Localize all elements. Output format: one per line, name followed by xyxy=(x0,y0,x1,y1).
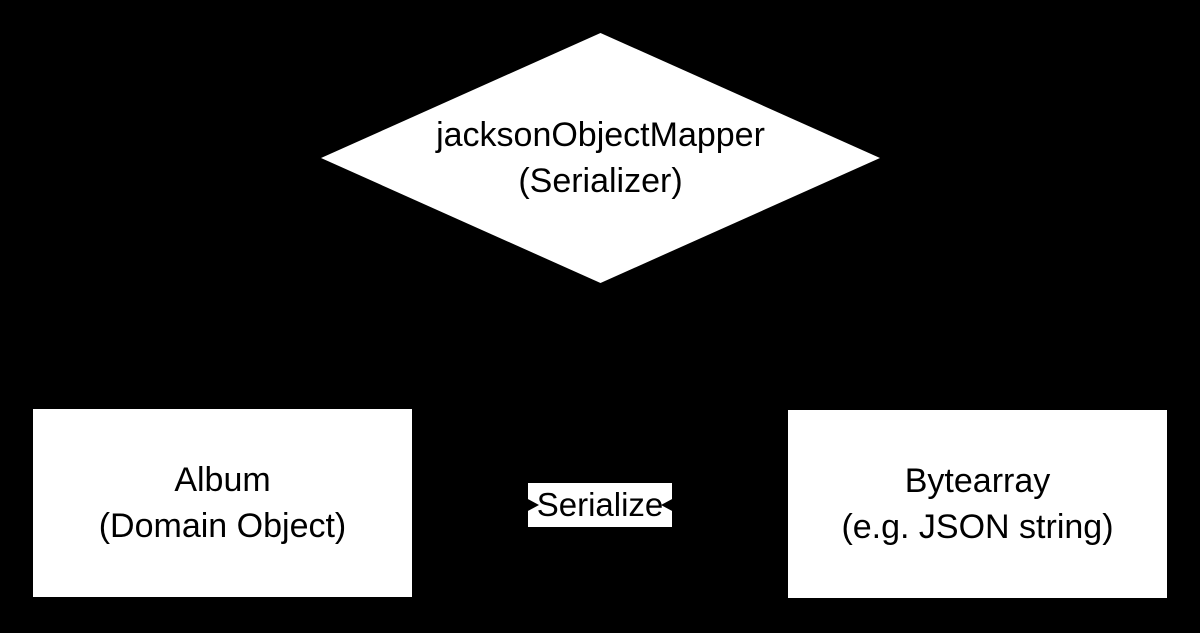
node-serializer-title: jacksonObjectMapper xyxy=(436,116,765,154)
node-album-title: Album xyxy=(174,461,271,499)
edge-label-serialize: Serialize xyxy=(526,483,674,527)
node-bytearray-title: Bytearray xyxy=(904,462,1051,500)
node-album-box: Album (Domain Object) xyxy=(33,409,412,597)
node-bytearray-subtitle: (e.g. JSON string) xyxy=(841,508,1114,546)
node-album-subtitle: (Domain Object) xyxy=(98,507,347,545)
edge-label-text: Serialize xyxy=(536,486,664,523)
node-serializer-diamond: jacksonObjectMapper (Serializer) xyxy=(321,33,880,283)
arrowhead-left-icon xyxy=(661,498,674,512)
arrowhead-right-icon xyxy=(526,498,539,512)
node-serializer-subtitle: (Serializer) xyxy=(518,162,683,200)
node-bytearray-box: Bytearray (e.g. JSON string) xyxy=(788,410,1167,598)
